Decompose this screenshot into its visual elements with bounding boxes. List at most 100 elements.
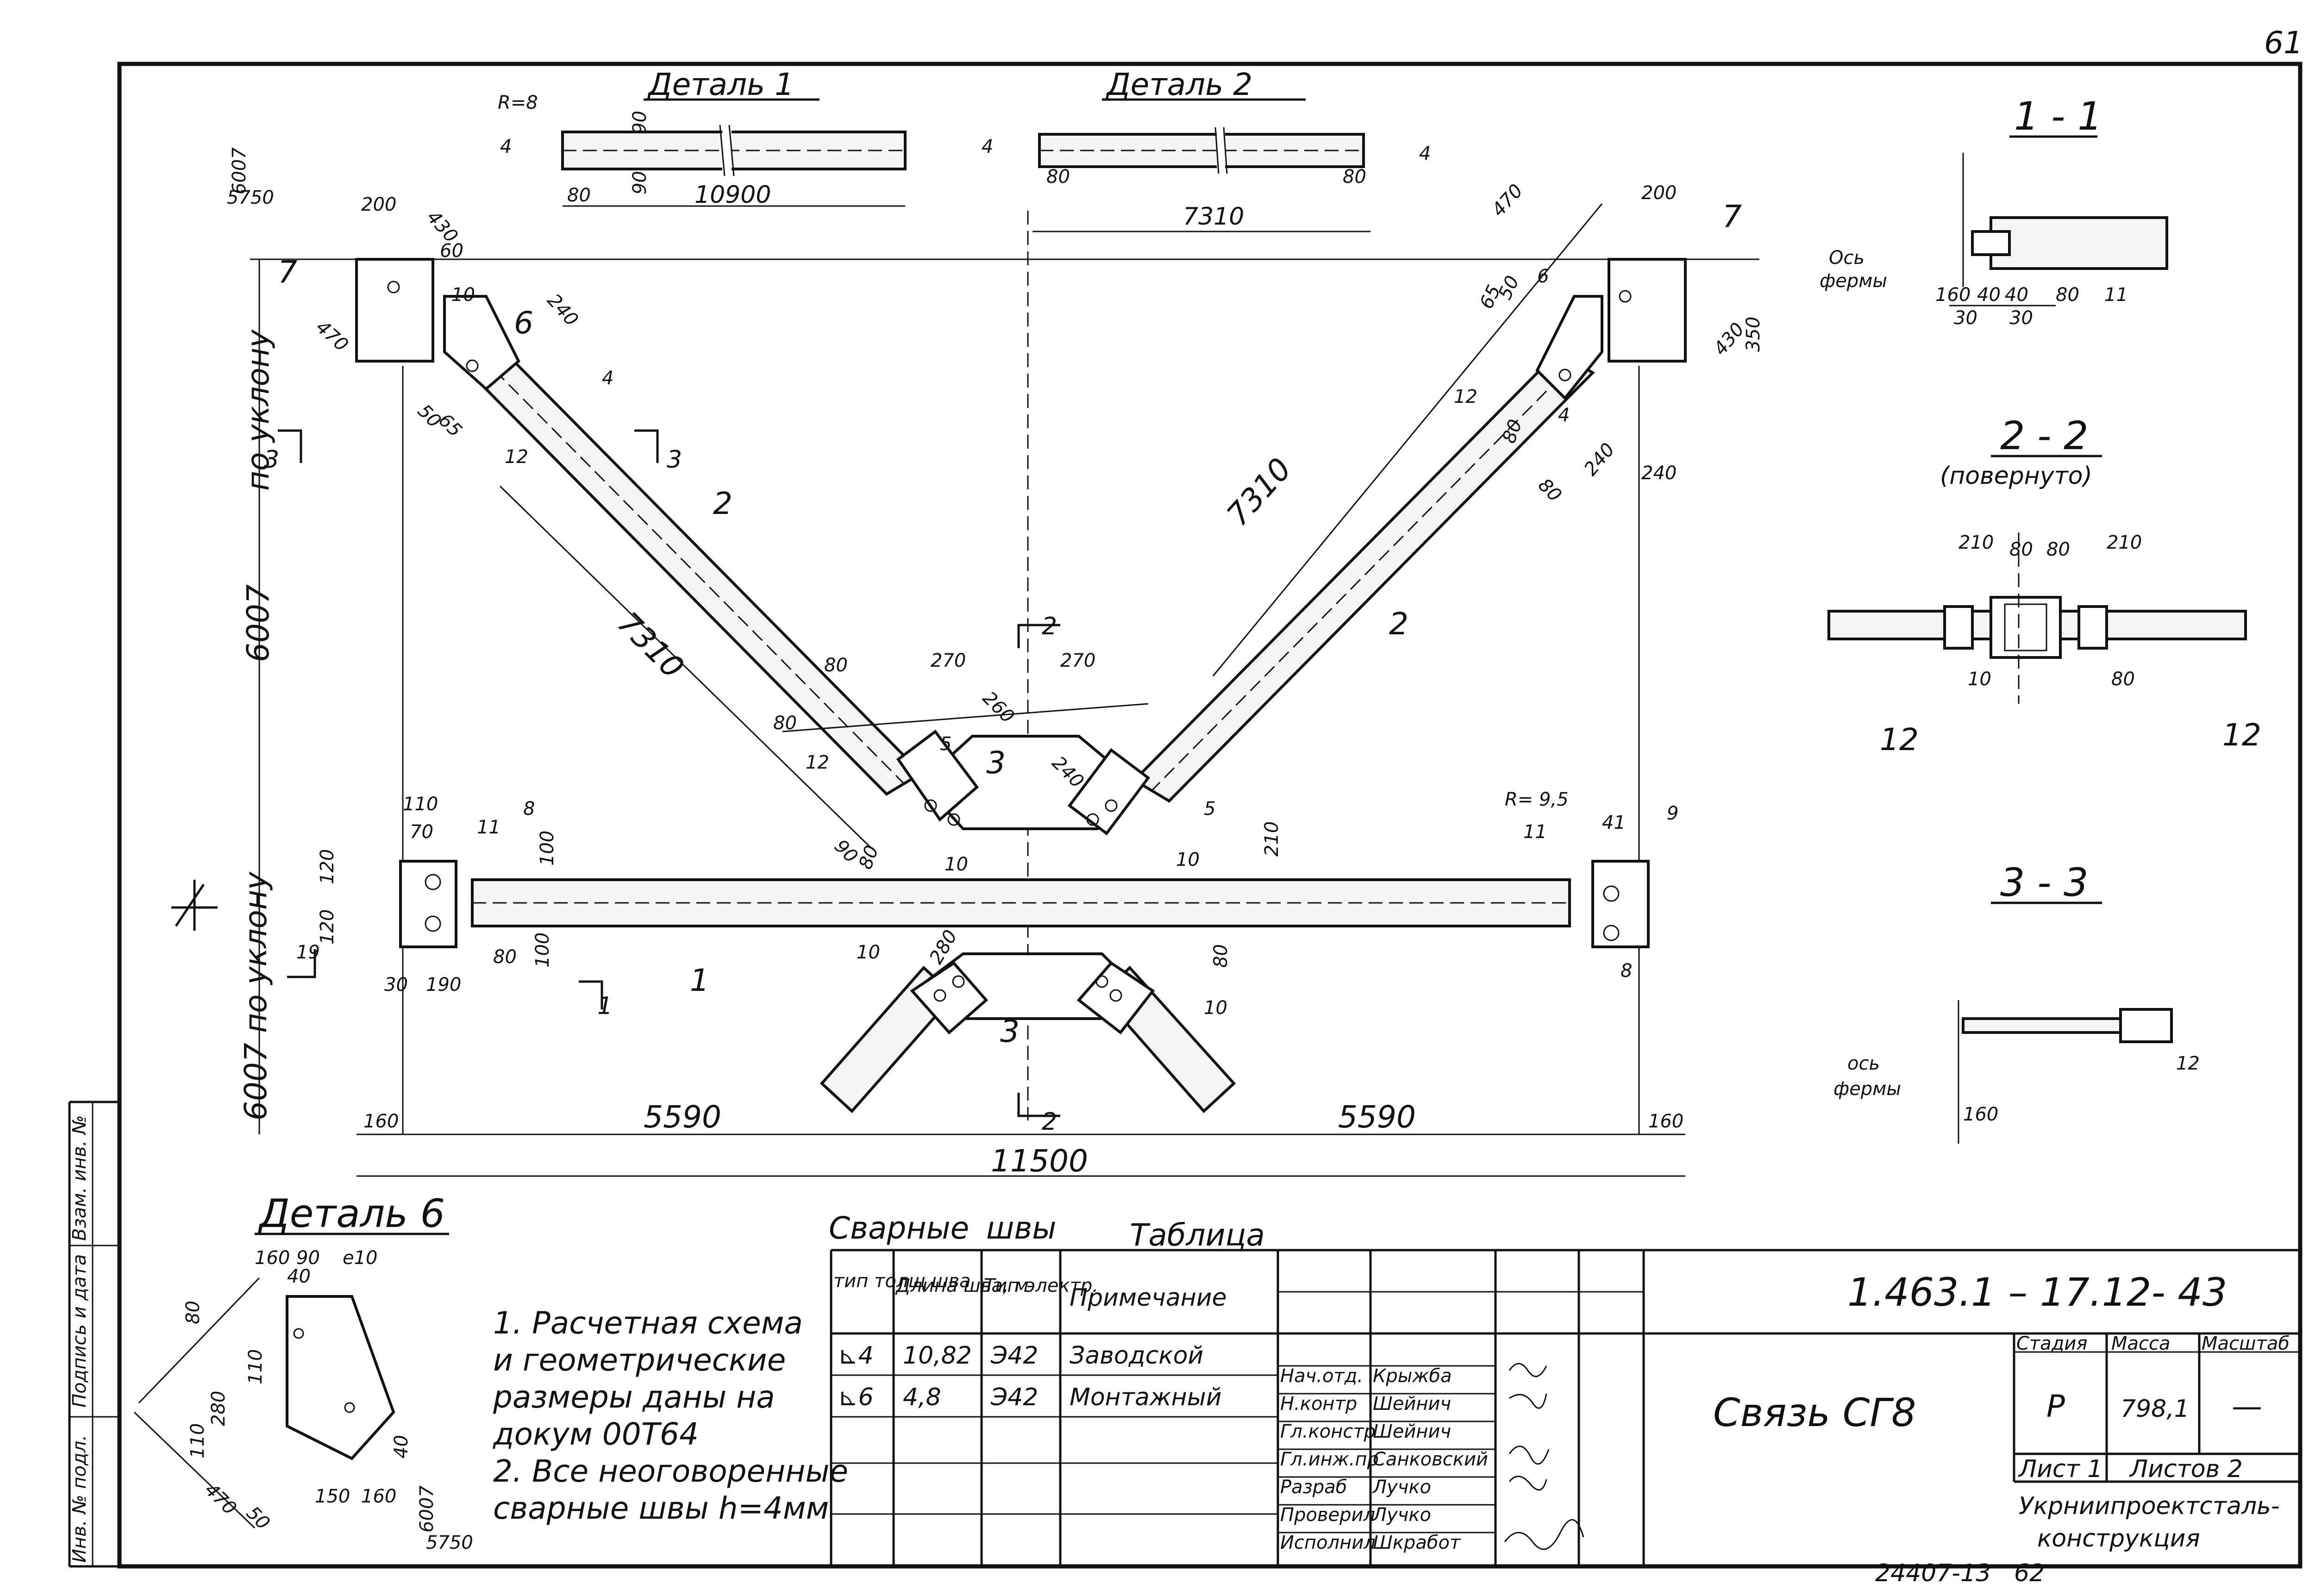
detail-2-length: 7310 — [1183, 203, 1244, 231]
sign-name-7: Шкработ — [1373, 1532, 1461, 1553]
le-d100b: 100 — [532, 933, 553, 968]
note-line-4: докум 00Т64 — [493, 1416, 699, 1452]
section-1-1: 1 - 1 Ось фермы 160 40 40 80 30 30 11 — [1820, 94, 2168, 329]
cut-2-top: 2 — [1042, 613, 1057, 640]
detail-1-edge: 4 — [500, 136, 512, 157]
detail-1-radius: R=8 — [498, 92, 538, 113]
c-d270b: 270 — [1060, 650, 1095, 671]
page-number: 61 — [2264, 25, 2303, 61]
d6-d470: 470 — [200, 1479, 241, 1520]
re-d41: 41 — [1602, 812, 1626, 833]
dim-half-right: 5590 — [1338, 1099, 1416, 1135]
tr-d350: 350 — [1743, 317, 1764, 352]
c-d260: 260 — [978, 688, 1019, 728]
s11-d40a: 40 — [1977, 284, 2001, 306]
pos-8a: 8 — [523, 798, 535, 820]
detail-6: Деталь 6 160 90 e10 40 80 110 280 110 40… — [133, 1191, 473, 1553]
s22-d80b: 80 — [2046, 539, 2070, 560]
detail-1-d90a: 90 — [629, 111, 651, 134]
d6-e10: e10 — [343, 1247, 378, 1269]
slope-mark-icon — [171, 880, 218, 931]
pos-10c: 10 — [857, 942, 880, 963]
d6-d40a: 40 — [287, 1266, 311, 1287]
pos-10a: 10 — [945, 854, 968, 875]
organization-line-2: конструкция — [2037, 1525, 2200, 1552]
sheet-count: Листов 2 — [2129, 1455, 2243, 1483]
stamp-replace-label: Взам. инв. № — [69, 1115, 90, 1241]
weld-caption-right: Таблица — [1130, 1217, 1265, 1253]
cut-3-left: 3 — [264, 446, 279, 474]
section-3-3-axis-1: ось — [1847, 1053, 1880, 1074]
weld-row-1-length: 10,82 — [903, 1342, 972, 1370]
note-line-1: 1. Расчетная схема — [493, 1305, 803, 1341]
s11-mark: 11 — [2104, 284, 2128, 306]
dim-edge-left: 160 — [363, 1111, 399, 1132]
section-2-2-subtitle: (повернуто) — [1940, 462, 2092, 490]
le-d80: 80 — [493, 946, 517, 968]
dim-edge-right: 160 — [1648, 1111, 1683, 1132]
c-d80b: 80 — [773, 713, 797, 734]
tl-d60: 60 — [440, 240, 463, 262]
s11-d40b: 40 — [2005, 284, 2028, 306]
weld-caption-left: Сварные — [829, 1210, 969, 1246]
side-stamp: Инв. № подл. Подпись и дата Взам. инв. № — [69, 1115, 90, 1563]
weld-header-length: Длина шва, м — [895, 1275, 1028, 1296]
s33-mark: 12 — [2176, 1053, 2200, 1074]
tl-d240: 240 — [543, 290, 582, 331]
d6-d160: 160 — [255, 1247, 290, 1269]
gusset-tr-angle — [1535, 295, 1603, 401]
s11-d80: 80 — [2056, 284, 2079, 306]
c-d80c: 80 — [855, 843, 883, 872]
s22-mark-12a: 12 — [1880, 722, 1919, 757]
pos-6b: 6 — [1537, 266, 1549, 287]
organization-line-1: Укрниипроектсталь- — [2019, 1492, 2280, 1520]
c-d80a: 80 — [824, 655, 848, 676]
le-d120a: 120 — [317, 849, 338, 884]
d6-slope: 6007 — [416, 1485, 438, 1533]
sign-name-6: Лучко — [1372, 1504, 1431, 1526]
le-d190: 190 — [426, 974, 461, 995]
s33-d160: 160 — [1963, 1104, 1998, 1125]
d6-d280: 280 — [208, 1391, 229, 1426]
le-d110: 110 — [403, 794, 438, 815]
dim-half-left: 5590 — [644, 1099, 721, 1135]
archive-page: 62 — [2014, 1559, 2045, 1587]
weld-caption-mid: швы — [986, 1210, 1056, 1246]
dim-diag-left: 7310 — [611, 605, 691, 685]
sign-role-2: Н.контр — [1280, 1393, 1357, 1414]
pos-5b: 5 — [1204, 798, 1215, 820]
tr-d470: 470 — [1488, 180, 1527, 221]
note-line-6: сварные швы h=4мм — [493, 1490, 829, 1526]
tr-d80b: 80 — [1534, 475, 1566, 507]
cut-2-bottom: 2 — [1042, 1108, 1057, 1136]
note-line-3: размеры даны на — [493, 1379, 775, 1415]
weld-header-electrode: Тип электр. — [984, 1275, 1098, 1296]
dim-height-bottom: 6007 по уклону — [238, 871, 274, 1120]
tl-d200: 200 — [361, 194, 396, 215]
le-d100a: 100 — [537, 831, 558, 866]
d6-d160b: 160 — [361, 1486, 396, 1507]
detail-2: Деталь 2 4 4 80 80 7310 — [982, 67, 1431, 232]
mass-value: 798,1 — [2121, 1395, 2190, 1423]
slope-tl-top: 6007 — [229, 147, 250, 194]
drawing-title: Связь СГ8 — [1713, 1390, 1916, 1435]
sign-role-7: Исполнил — [1280, 1532, 1376, 1553]
tr-d200: 200 — [1641, 182, 1677, 204]
s22-mark-12b: 12 — [2222, 717, 2261, 753]
section-1-1-axis-2: фермы — [1820, 270, 1887, 292]
gusset-top-right — [1608, 258, 1687, 363]
s22-d210b: 210 — [2107, 532, 2142, 553]
pos-2a: 2 — [713, 486, 732, 521]
c-d210: 210 — [1261, 821, 1283, 857]
handwritten-signatures — [1504, 1363, 1584, 1550]
s22-d80c: 80 — [2111, 669, 2135, 690]
pos-9: 9 — [1667, 803, 1678, 824]
gusset-right-end — [1591, 860, 1650, 948]
pos-4a: 4 — [602, 368, 613, 389]
sign-name-4: Санковский — [1373, 1449, 1488, 1470]
pos-1: 1 — [690, 963, 709, 998]
dim-height: 6007 — [240, 584, 276, 662]
weld-header-type: тип толщ шва — [833, 1271, 971, 1292]
section-1-1-axis-1: Ось — [1829, 247, 1865, 269]
d6-run: 5750 — [426, 1532, 473, 1553]
